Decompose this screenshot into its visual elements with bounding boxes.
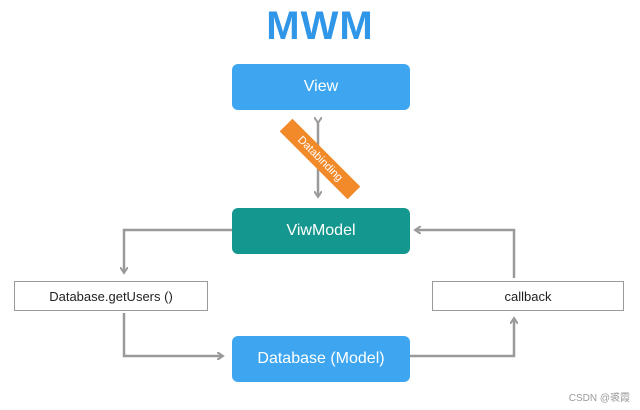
model-node: Database (Model) (232, 336, 410, 382)
watermark: CSDN @裘霞 (568, 393, 630, 404)
callback-node: callback (432, 281, 624, 311)
view-node: View (232, 64, 410, 110)
viewmodel-node: ViwModel (232, 208, 410, 254)
getusers-to-model-arrow (122, 313, 222, 356)
model-to-callback-arrow (410, 319, 514, 358)
diagram-title: MWM (266, 4, 374, 48)
get-users-node: Database.getUsers () (14, 281, 208, 311)
callback-to-viewmodel-arrow (416, 230, 516, 278)
viewmodel-to-getusers-arrow (124, 228, 232, 272)
